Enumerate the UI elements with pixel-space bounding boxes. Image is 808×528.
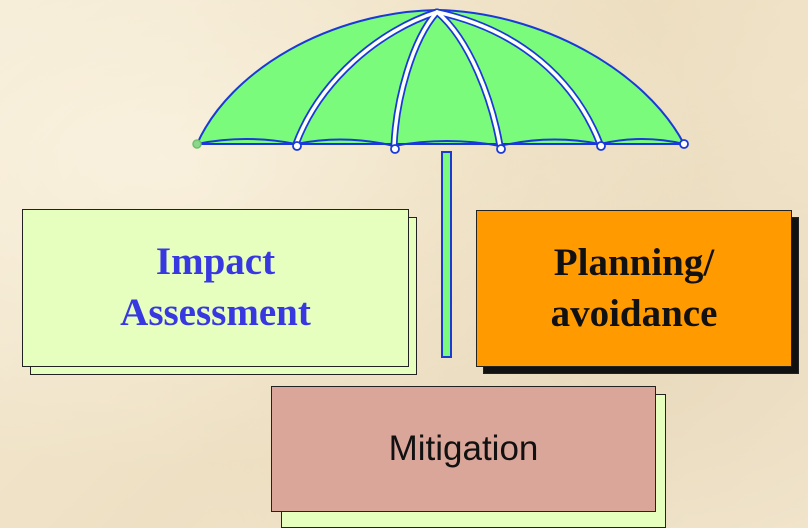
umbrella-canopy [195, 8, 686, 145]
planning-label-line2: avoidance [550, 291, 718, 335]
impact-label-line2: Assessment [120, 291, 311, 334]
umbrella-pole [441, 151, 452, 358]
mitigation-box: Mitigation [271, 386, 656, 512]
planning-label-line1: Planning/ [553, 240, 715, 284]
impact-label-line1: Impact [155, 240, 276, 284]
mitigation-label: Mitigation [388, 429, 539, 468]
impact-assessment-box: Impact Assessment [22, 209, 409, 367]
planning-avoidance-box: Planning/ avoidance [476, 210, 792, 367]
